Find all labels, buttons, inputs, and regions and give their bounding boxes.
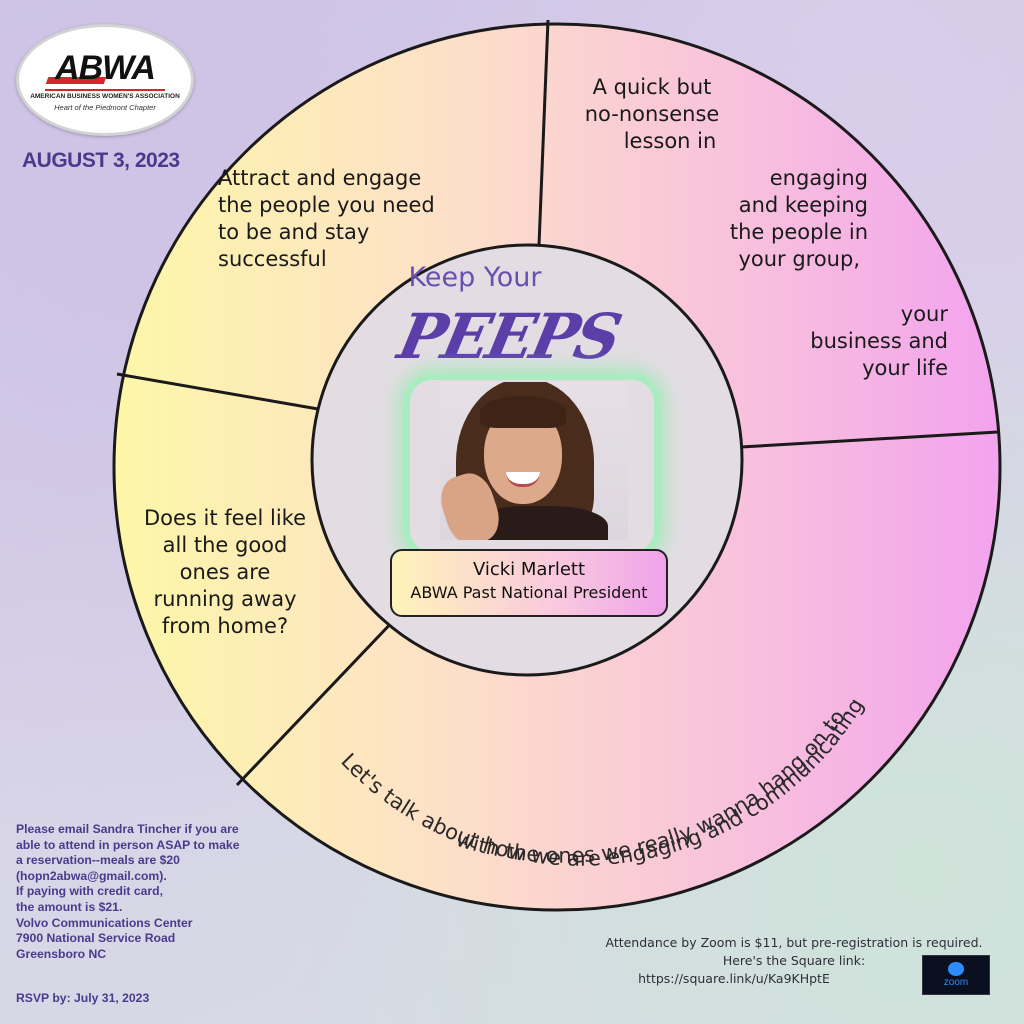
info-email[interactable]: (hopn2abwa@gmail.com). (16, 868, 167, 883)
square-link[interactable]: https://square.link/u/Ka9KHptE (638, 971, 830, 986)
info-line: Volvo Communications Center (16, 915, 193, 930)
divider-right (740, 430, 999, 449)
info-line: 7900 National Service Road (16, 931, 176, 946)
text-line: all the good (162, 533, 288, 557)
text-line: Does it feel like (143, 506, 307, 530)
text-line: and keeping (738, 193, 868, 217)
info-line: Greensboro NC (16, 946, 107, 961)
text-line: successful (218, 247, 327, 271)
zoom-logo-label: zoom (943, 977, 969, 988)
text-line: running away (153, 587, 297, 611)
zoom-price-line: Attendance by Zoom is $11, but pre-regis… (605, 935, 983, 950)
segment-top-right-middle: engaging and keeping the people in your … (690, 165, 868, 273)
text-line: engaging (769, 166, 868, 190)
reservation-info: Please email Sandra Tincher if you are a… (16, 822, 261, 962)
abwa-logo: ABWA AMERICAN BUSINESS WOMEN'S ASSOCIATI… (16, 24, 194, 136)
text-line: to be and stay (218, 220, 370, 244)
photo-smile (506, 472, 540, 487)
logo-text: ABWA (55, 49, 156, 87)
info-line: If paying with credit card, (16, 884, 163, 899)
speaker-name-box: Vicki Marlett ABWA Past National Preside… (390, 549, 668, 617)
info-line: the amount is $21. (16, 899, 123, 914)
logo-rule (45, 89, 165, 91)
text-line: ones are (179, 560, 271, 584)
keep-your-heading: Keep Your (408, 262, 542, 293)
text-line: no-nonsense (584, 102, 720, 126)
speaker-photo (440, 382, 628, 540)
rsvp-deadline: RSVP by: July 31, 2023 (16, 991, 150, 1005)
info-line: able to attend in person ASAP to make (16, 837, 240, 852)
text-line: from home? (161, 614, 289, 638)
text-line: your life (862, 356, 948, 380)
zoom-logo: zoom (922, 955, 990, 995)
event-date: AUGUST 3, 2023 (22, 149, 180, 172)
segment-top-left-text: Attract and engage the people you need t… (218, 165, 435, 273)
logo-chapter: Heart of the Piedmont Chapter (54, 103, 156, 112)
segment-top-right-intro: A quick but no-nonsense lesson in (572, 74, 732, 155)
segment-left-text: Does it feel like all the good ones are … (125, 505, 325, 640)
zoom-link-label: Here's the Square link: (722, 953, 866, 968)
speaker-name: Vicki Marlett (472, 559, 586, 580)
info-line: Please email Sandra Tincher if you are (16, 822, 239, 836)
zoom-camera-icon (948, 962, 964, 976)
text-line: your (900, 302, 948, 326)
text-line: A quick but (592, 75, 712, 99)
speaker-title: ABWA Past National President (410, 583, 648, 602)
divider-bottom-left (235, 615, 399, 787)
segment-top-right-end: your business and your life (780, 301, 948, 382)
text-line: the people in (729, 220, 868, 244)
text-line: Attract and engage (218, 166, 422, 190)
photo-bangs (480, 396, 566, 428)
text-line: business and (810, 329, 948, 353)
peeps-title: PEEPS (392, 300, 626, 373)
zoom-info: Attendance by Zoom is $11, but pre-regis… (578, 934, 1010, 988)
divider-left (116, 372, 319, 411)
logo-subtitle: AMERICAN BUSINESS WOMEN'S ASSOCIATION (30, 93, 180, 100)
divider-top (537, 19, 550, 246)
text-line: the people you need (218, 193, 435, 217)
info-line: a reservation--meals are $20 (16, 853, 180, 868)
text-line: lesson in (623, 129, 717, 153)
text-line: your group, (738, 247, 860, 271)
